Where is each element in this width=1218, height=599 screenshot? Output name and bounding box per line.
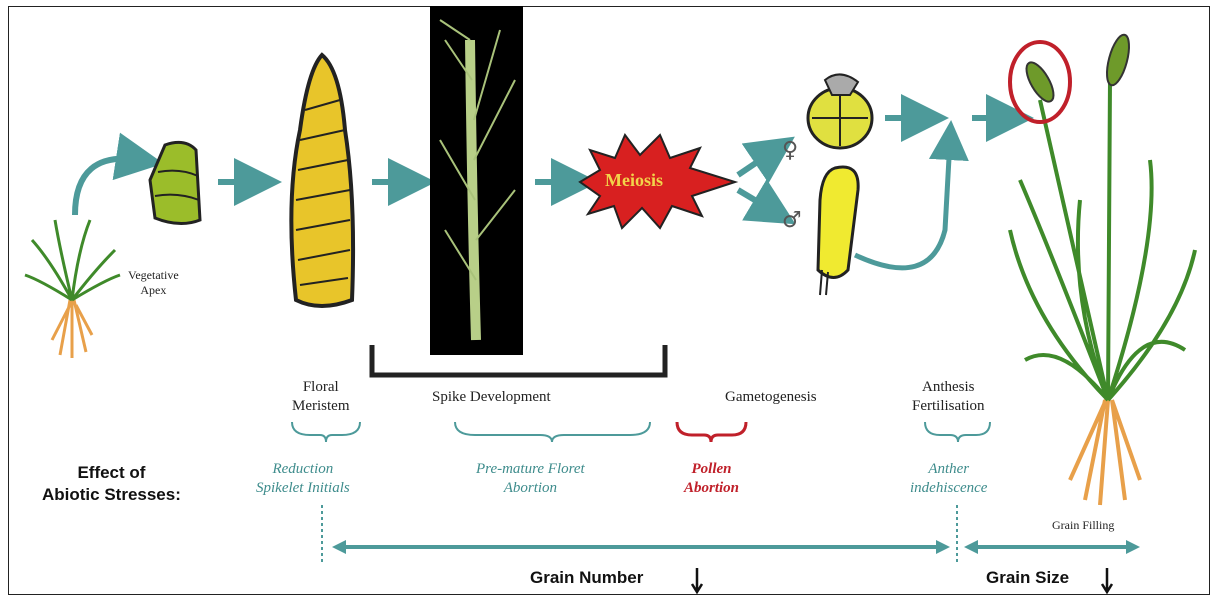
label-effect-of-abiotic-stresses: Effect of Abiotic Stresses: xyxy=(42,462,181,506)
arrow-to-male xyxy=(738,190,775,212)
label-premature-floret-abortion: Pre-mature Floret Abortion xyxy=(476,460,585,498)
brace-spike-development xyxy=(455,422,650,442)
label-meiosis: Meiosis xyxy=(605,170,663,191)
arrow-to-female xyxy=(738,150,775,175)
brace-anthesis xyxy=(925,422,990,442)
anther-illustration xyxy=(818,167,858,295)
label-anther-indehiscence: Anther indehiscence xyxy=(910,460,987,498)
brace-gametogenesis xyxy=(677,422,746,442)
ovary-illustration xyxy=(808,74,872,148)
vegetative-apex-illustration xyxy=(150,142,200,223)
seedling-illustration xyxy=(25,220,120,358)
arrow-seedling-to-apex xyxy=(75,159,140,215)
label-grain-size: Grain Size xyxy=(986,568,1069,587)
mature-wheat-plant xyxy=(1010,33,1195,505)
grain-size-down-arrow xyxy=(1102,568,1112,592)
label-pollen-abortion: Pollen Abortion xyxy=(684,460,739,498)
brace-floral-meristem xyxy=(292,422,360,442)
label-vegetative-apex: Vegetative Apex xyxy=(128,268,179,298)
label-floral-meristem: Floral Meristem xyxy=(292,378,350,416)
grain-number-down-arrow xyxy=(692,568,702,592)
label-anthesis-fertilisation: Anthesis Fertilisation xyxy=(912,378,985,416)
arrow-anther-to-anthesis xyxy=(855,140,950,268)
label-reduction-spikelet-initials: Reduction Spikelet Initials xyxy=(256,460,350,498)
label-spike-development: Spike Development xyxy=(432,388,551,407)
floral-meristem-illustration xyxy=(291,55,353,306)
spike-photo xyxy=(430,6,523,355)
female-symbol: ♀ xyxy=(782,138,798,163)
label-grain-filling: Grain Filling xyxy=(1052,518,1114,533)
label-gametogenesis: Gametogenesis xyxy=(725,388,817,407)
label-grain-number: Grain Number xyxy=(530,568,643,587)
male-symbol: ♂ xyxy=(782,208,802,233)
